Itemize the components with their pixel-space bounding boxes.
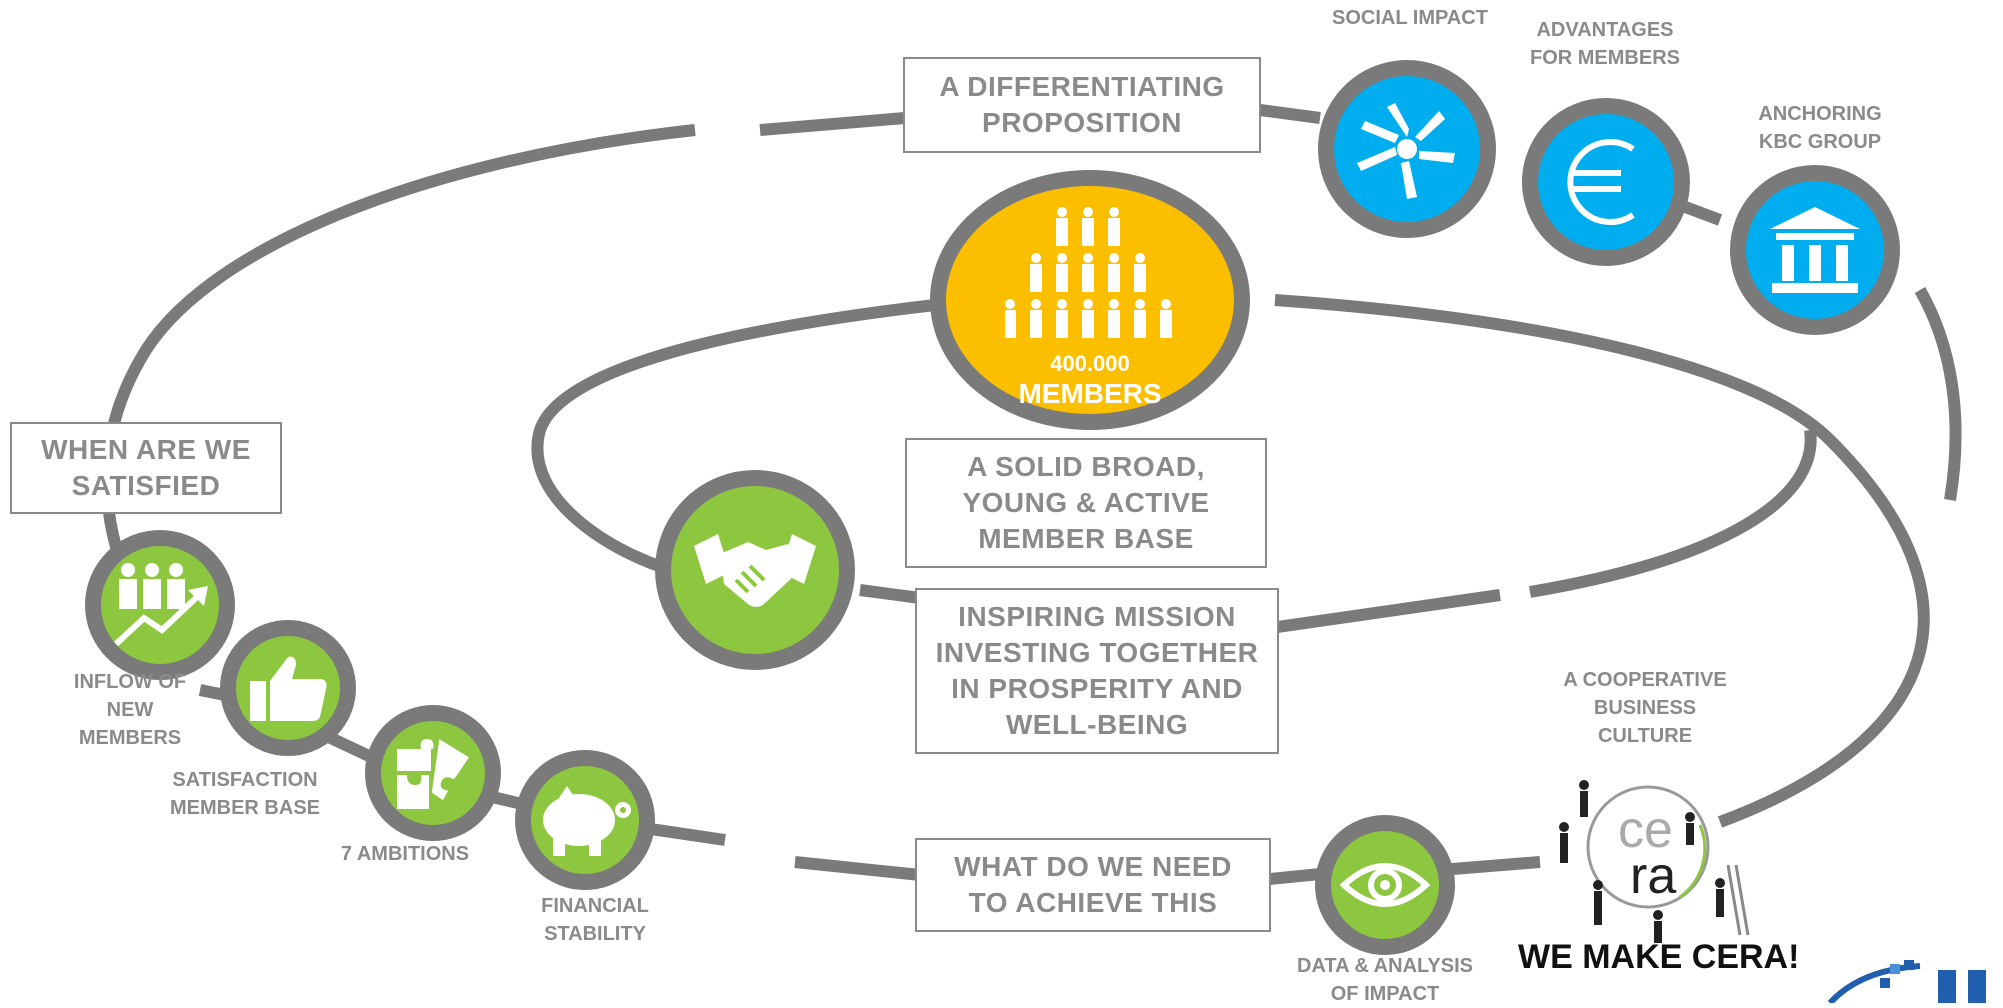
social-impact-label: SOCIAL IMPACT: [1332, 7, 1488, 29]
handshake-icon: [694, 534, 816, 607]
bank-icon: [1770, 207, 1860, 293]
members-count: 400.000: [1050, 351, 1130, 376]
differentiating-proposition-box: A DIFFERENTIATING PROPOSITION: [903, 57, 1261, 153]
inflow-circle: [85, 530, 235, 680]
handshake-circle: [655, 470, 855, 670]
thumbs-up-icon: [250, 656, 327, 721]
social-impact-circle: [1318, 60, 1496, 238]
member-base-box: A SOLID BROAD, YOUNG & ACTIVE MEMBER BAS…: [905, 438, 1267, 568]
advantages-label: ADVANTAGES FOR MEMBERS: [1530, 19, 1680, 69]
members-circle: 400.000 MEMBERS: [930, 170, 1250, 430]
inner-loop-bottom-left: [859, 584, 921, 604]
chain-mid: [794, 856, 921, 881]
when-are-we-satisfied-box: WHEN ARE WE SATISFIED: [10, 422, 282, 514]
satisfaction-circle: [220, 620, 356, 756]
logo-ce: ce: [1618, 801, 1673, 859]
eye-icon: [1340, 863, 1430, 907]
ambitions-circle: [365, 705, 501, 841]
far-right-arc: [1914, 287, 1962, 501]
inner-loop-bottom-right: [1269, 589, 1501, 634]
satisfaction-label: SATISFACTION MEMBER BASE: [169, 769, 320, 819]
cera-logo-figures: ce ra: [1559, 780, 1750, 943]
what-do-we-need-box: WHAT DO WE NEED TO ACHIEVE THIS: [915, 838, 1271, 932]
ambitions-label: 7 AMBITIONS: [340, 843, 470, 865]
inflow-label: INFLOW OF NEW MEMBERS: [73, 671, 187, 749]
advantages-circle: [1522, 98, 1690, 266]
cera-logo: ce ra: [1540, 765, 1750, 950]
financial-stability-circle: [515, 750, 655, 890]
cera-slogan: WE MAKE CERA!: [1518, 938, 1800, 976]
partial-corner-logo: [1827, 960, 1986, 1003]
hands-icon: [1357, 103, 1455, 199]
puzzle-icon: [397, 739, 470, 809]
outer-loop-top-right-segment: [1259, 104, 1321, 124]
anchoring-label: ANCHORING KBC GROUP: [1758, 103, 1882, 153]
chain-far-right: [1439, 856, 1541, 876]
members-label: MEMBERS: [1018, 378, 1162, 409]
outer-loop-right: [1274, 294, 1930, 828]
data-analysis-circle: [1315, 815, 1455, 955]
financial-stability-label: FINANCIAL STABILITY: [541, 895, 649, 945]
people-icon: [1005, 207, 1172, 338]
cooperative-label: A COOPERATIVE BUSINESS CULTURE: [1563, 669, 1727, 747]
data-analysis-label: DATA & ANALYSIS OF IMPACT: [1297, 955, 1473, 1005]
growth-people-icon: [113, 563, 208, 647]
inner-loop-left: [531, 299, 936, 581]
anchoring-circle: [1730, 165, 1900, 335]
logo-ra: ra: [1630, 847, 1676, 905]
inner-loop-right: [1529, 429, 1817, 598]
euro-icon: [1567, 139, 1635, 225]
piggy-bank-icon: [543, 786, 631, 856]
outer-loop-top-segment: [759, 112, 906, 136]
inspiring-mission-box: INSPIRING MISSION INVESTING TOGETHER IN …: [915, 588, 1279, 754]
